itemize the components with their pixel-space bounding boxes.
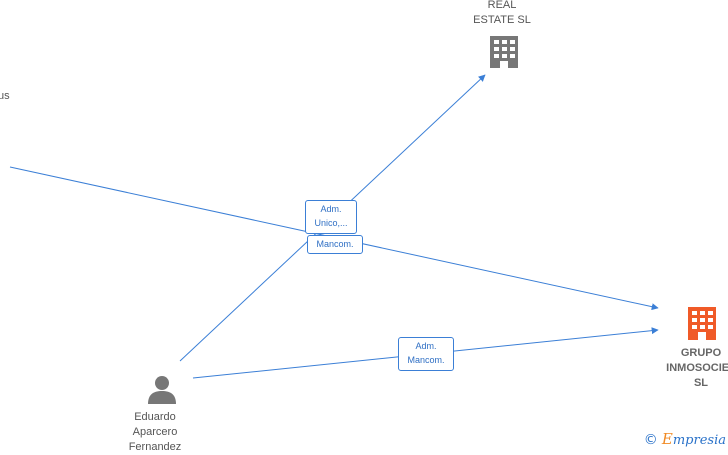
brand-name: mpresia <box>672 433 726 448</box>
edge-label-mancom[interactable]: Mancom. <box>307 235 363 254</box>
real-estate-building-icon[interactable] <box>490 36 518 68</box>
eduardo-label[interactable]: Eduardo Aparcero Fernandez <box>128 411 182 453</box>
edge-label-adm-mancom[interactable]: Adm. Mancom. <box>398 337 454 371</box>
real-estate-label[interactable]: REAL ESTATE SL <box>473 0 531 26</box>
edge-label-adm-unico[interactable]: Adm. Unico,... <box>305 200 357 234</box>
brand-initial: E <box>661 430 673 448</box>
empresia-watermark: © Empresia <box>644 430 726 448</box>
grupo-label[interactable]: GRUPO INMOSOCIET SL <box>666 347 728 389</box>
left-node-label[interactable]: us <box>0 90 10 102</box>
copyright-icon: © <box>643 432 658 448</box>
eduardo-person-icon[interactable] <box>148 376 176 404</box>
grupo-building-icon[interactable] <box>688 307 716 340</box>
